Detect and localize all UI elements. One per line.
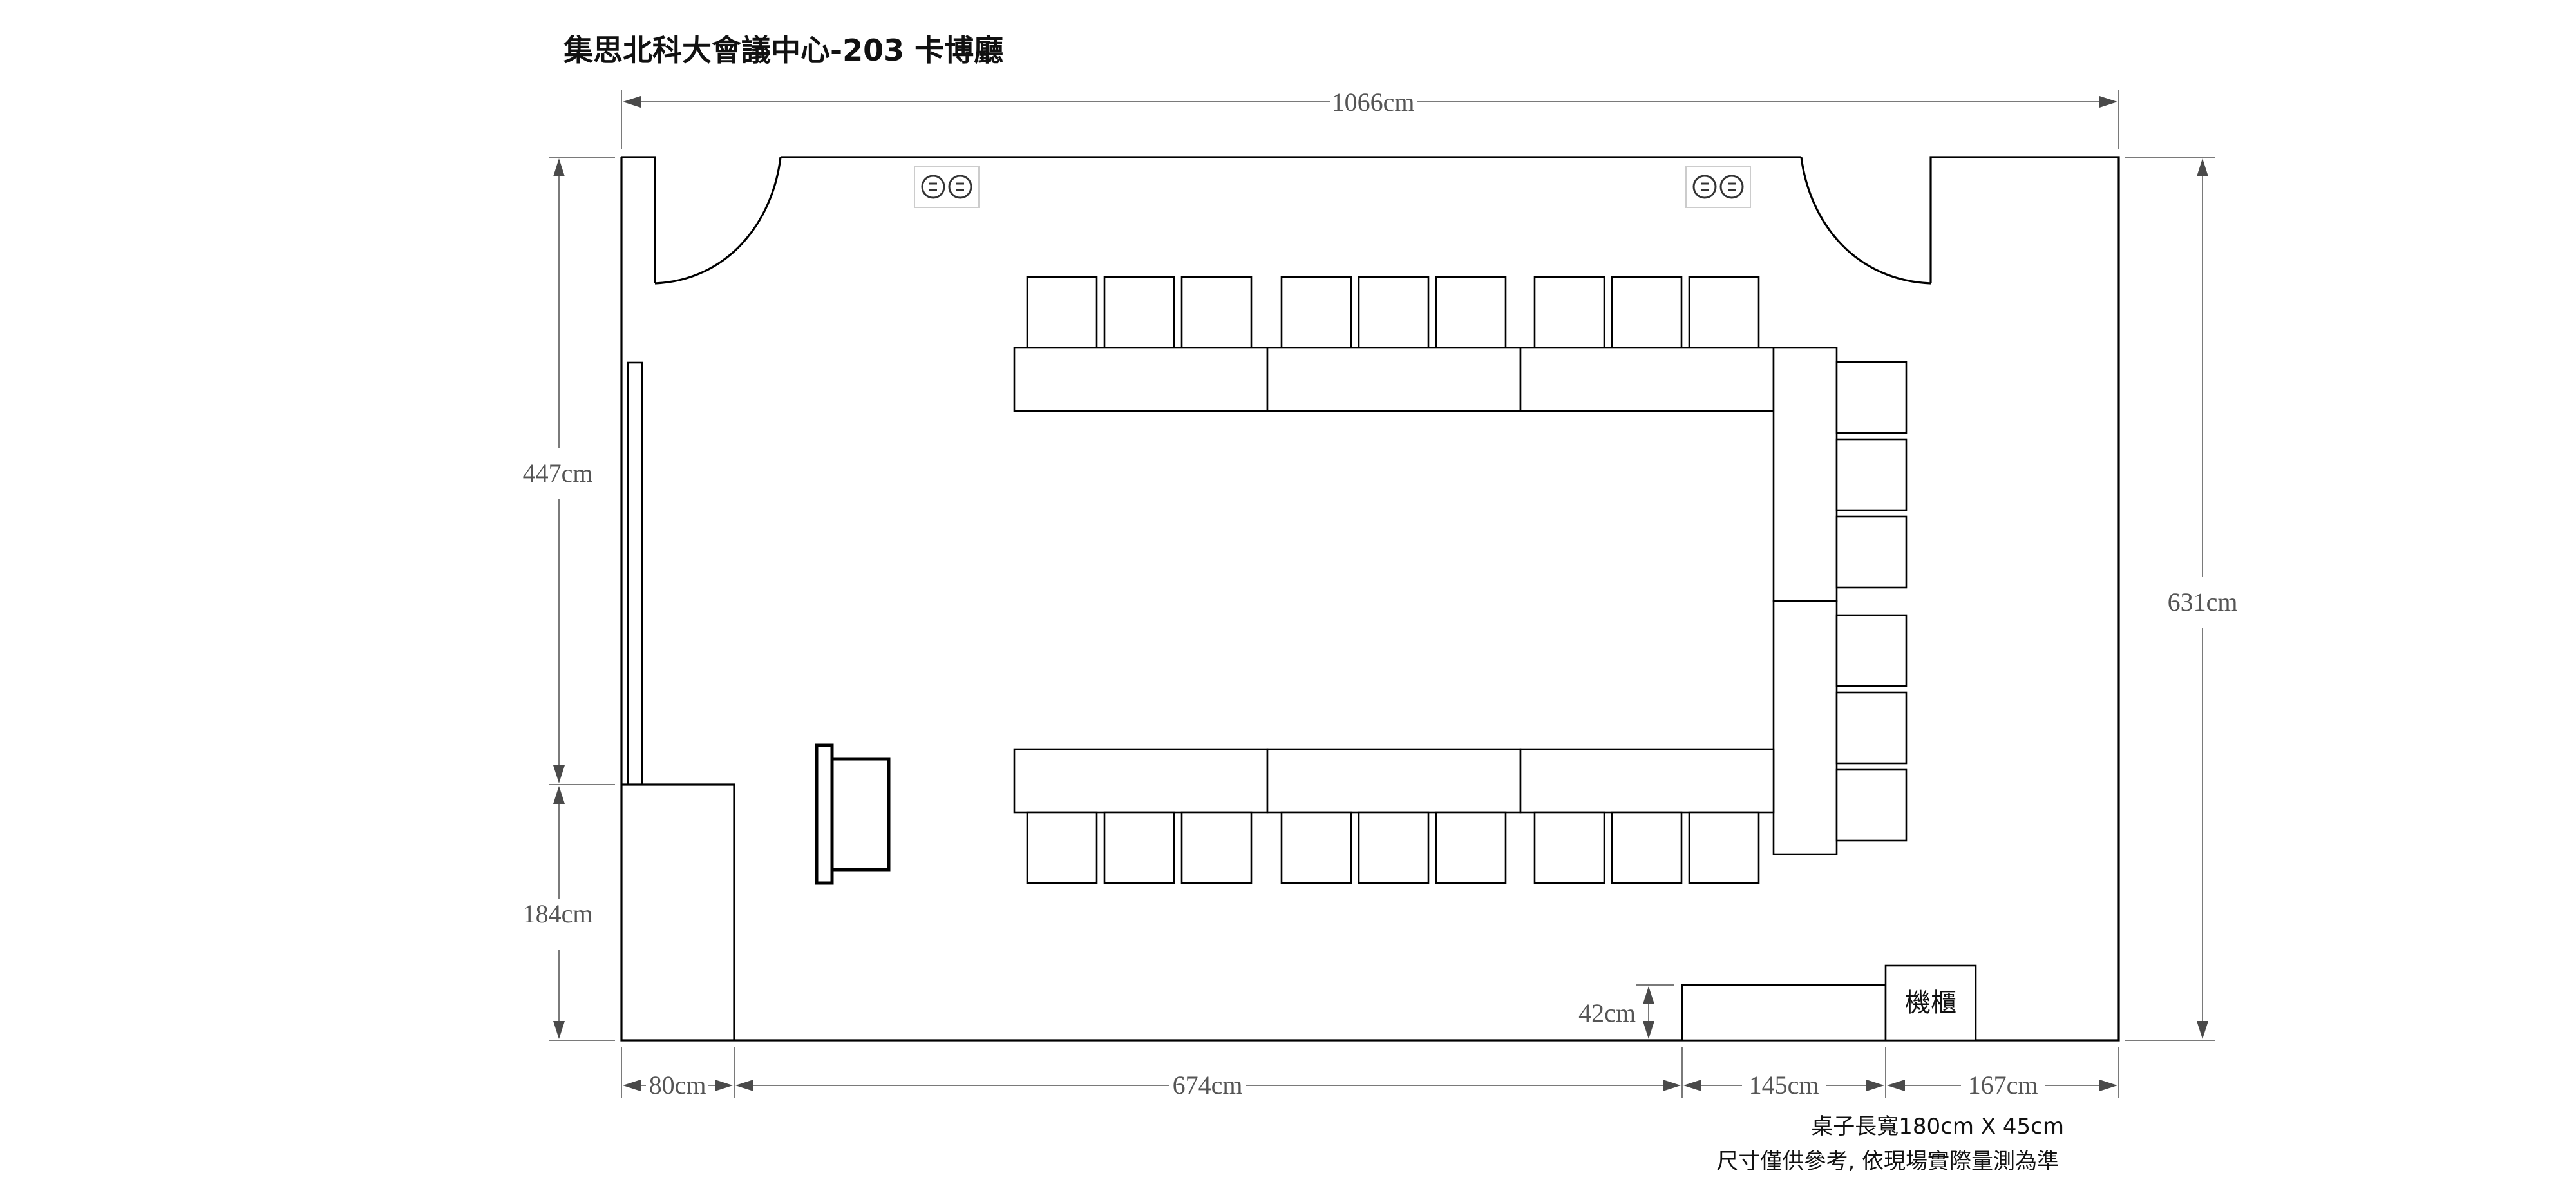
- dimension-bottom-chain: 80cm 674cm 145cm 167cm: [621, 1047, 2119, 1100]
- door-swing-right: [1800, 157, 1931, 285]
- dimension-label: 184cm: [523, 899, 593, 928]
- dimension-label: 80cm: [649, 1071, 706, 1100]
- power-outlet-icon: [1685, 166, 1751, 208]
- dimension-label: 42cm: [1578, 998, 1636, 1027]
- dimension-label: 631cm: [2168, 587, 2238, 616]
- door-swing-left: [654, 157, 782, 285]
- dimension-right-height: 631cm: [2125, 157, 2238, 1041]
- dimension-label: 167cm: [1968, 1071, 2038, 1100]
- dimension-top-width: 1066cm: [621, 88, 2119, 149]
- chairs-top-row: [1026, 276, 1760, 349]
- page-title: 集思北科大會議中心-203 卡博廳: [563, 33, 1003, 68]
- cabinet-label: 機櫃: [1905, 988, 1956, 1018]
- dimension-label: 145cm: [1749, 1071, 1819, 1100]
- tables-top-row: [1013, 347, 1775, 412]
- cabinet: [1884, 964, 1977, 1042]
- dimension-label: 447cm: [523, 459, 593, 488]
- counter: [1681, 984, 1887, 1042]
- chairs-right-column: [1835, 361, 1908, 842]
- tables-right-column: [1772, 347, 1838, 855]
- whiteboard-strip: [627, 361, 643, 786]
- dimension-cabinet-depth: 42cm: [1578, 984, 1674, 1039]
- power-outlet-icon: [914, 166, 980, 208]
- note-table-size: 桌子長寬180cm X 45cm: [1811, 1114, 2064, 1140]
- dimension-left-lower: 184cm: [523, 786, 615, 1041]
- dimension-left-upper: 447cm: [523, 157, 615, 785]
- storage-block: [621, 783, 735, 1040]
- chairs-bottom-row: [1026, 811, 1760, 884]
- room-walls: [620, 156, 2120, 1042]
- podium: [815, 743, 891, 885]
- dimension-label: 674cm: [1173, 1071, 1243, 1100]
- note-disclaimer: 尺寸僅供參考, 依現場實際量測為準: [1716, 1149, 2059, 1174]
- tables-bottom-row: [1013, 748, 1775, 814]
- dimension-label: 1066cm: [1332, 88, 1415, 117]
